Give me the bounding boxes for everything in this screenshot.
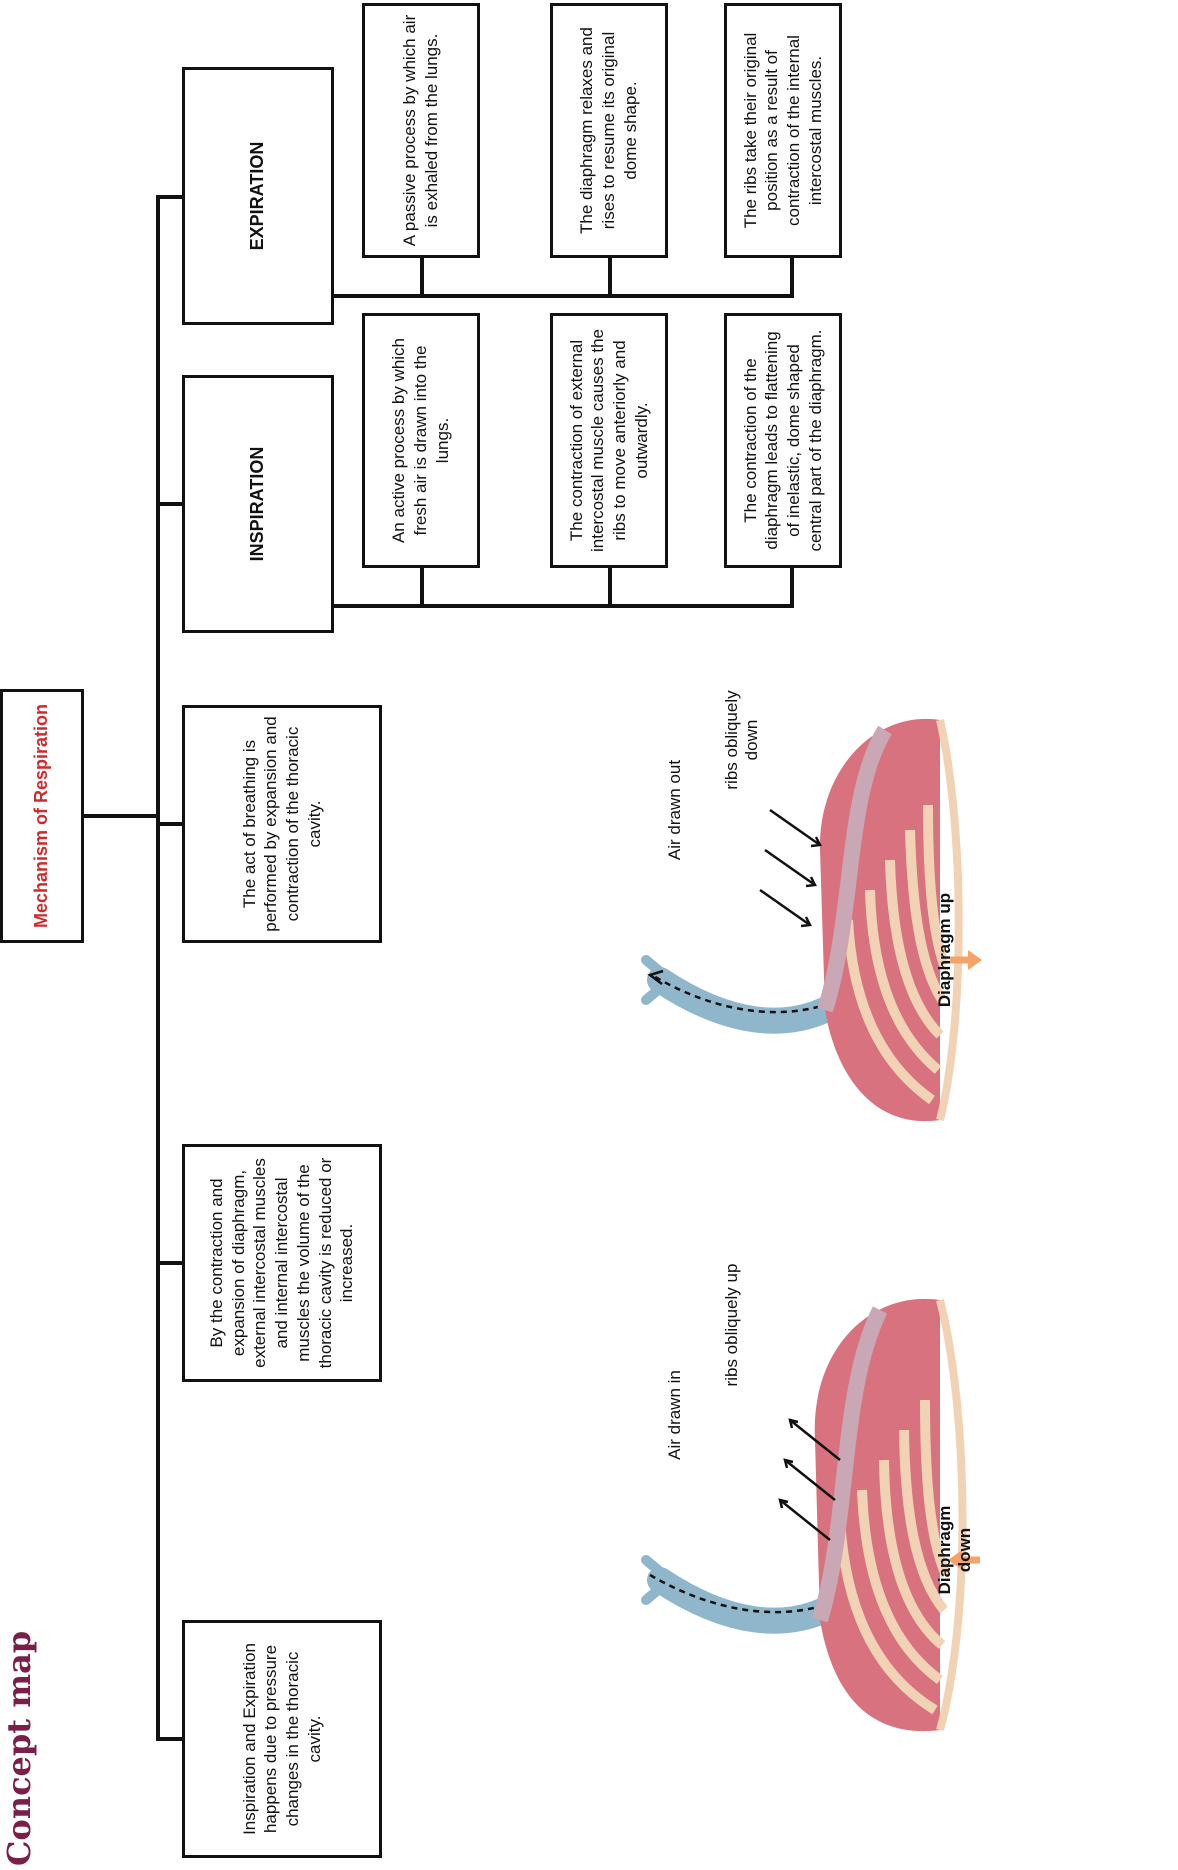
inspiration-point-3: The contraction of the diaphragm leads t… — [724, 313, 842, 568]
connector-expiration-leaf-3 — [790, 258, 794, 298]
connector-inspiration-branch — [334, 604, 792, 608]
connector-expiration-leaf-1 — [420, 258, 424, 298]
inspiration-point-2: The contraction of external intercostal … — [550, 313, 668, 568]
inspiration-diaphragm-label: Diaphragm down — [935, 1505, 975, 1595]
connector-fact-1 — [156, 1737, 182, 1741]
expiration-heading: EXPIRATION — [182, 67, 334, 325]
connector-expiration-branch — [334, 294, 792, 298]
inspiration-rib-arrows — [778, 1418, 841, 1541]
expiration-ribcage — [817, 718, 963, 1122]
expiration-diaphragm-arrow — [950, 950, 982, 970]
expiration-thorax-illustration — [641, 718, 982, 1122]
connector-inspiration-leaf-1 — [420, 568, 424, 608]
expiration-rib-arrows — [759, 808, 822, 928]
connector-fact-3 — [156, 822, 182, 826]
inspiration-air-label: Air drawn in — [665, 1370, 684, 1460]
connector-inspiration — [156, 502, 182, 506]
fact-muscles: By the contraction and expansion of diap… — [182, 1144, 382, 1382]
inspiration-point-1: An active process by which fresh air is … — [362, 313, 480, 568]
connector-inspiration-leaf-2 — [608, 568, 612, 608]
inspiration-ribs-label: ribs obliquely up — [722, 1263, 741, 1387]
fact-breathing: The act of breathing is performed by exp… — [182, 705, 382, 943]
page-title: Concept map — [0, 1630, 38, 1866]
connector-root-stem — [84, 814, 158, 818]
root-node: Mechanism of Respiration — [0, 689, 84, 943]
expiration-point-3: The ribs take their original position as… — [724, 3, 842, 258]
expiration-point-2: The diaphragm relaxes and rises to resum… — [550, 3, 668, 258]
connector-expiration-leaf-2 — [608, 258, 612, 298]
expiration-airway — [641, 955, 863, 1034]
connector-main-bar — [156, 197, 160, 1741]
connector-expiration — [156, 195, 182, 199]
inspiration-ribcage — [812, 1298, 967, 1732]
expiration-air-path — [651, 973, 861, 1014]
fact-pressure: Inspiration and Expiration happens due t… — [182, 1620, 382, 1858]
expiration-point-1: A passive process by which air is exhale… — [362, 3, 480, 258]
inspiration-heading: INSPIRATION — [182, 375, 334, 633]
inspiration-thorax-illustration — [641, 1298, 980, 1732]
inspiration-diaphragm-arrow — [948, 1550, 980, 1570]
expiration-ribs-label: ribs obliquely down — [722, 690, 762, 790]
expiration-diaphragm-label: Diaphragm up — [935, 892, 954, 1008]
expiration-air-label: Air drawn out — [665, 759, 684, 861]
connector-inspiration-leaf-3 — [790, 568, 794, 608]
connector-fact-2 — [156, 1261, 182, 1265]
